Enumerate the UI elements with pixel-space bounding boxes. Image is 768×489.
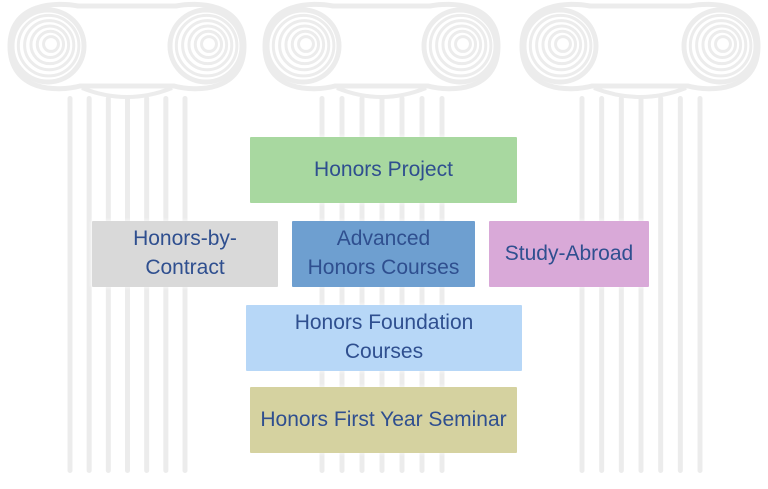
left-volute-icon — [9, 7, 87, 85]
volute-ring — [681, 7, 759, 85]
left-volute-icon — [521, 7, 599, 85]
volute-ring — [29, 24, 71, 66]
honors-by-contract-label: Honors-by- Contract — [133, 227, 237, 279]
advanced-honors-courses-label: Advanced Honors Courses — [307, 227, 460, 279]
volute-ring — [16, 13, 81, 78]
volute-ring — [35, 29, 66, 60]
volute-ring — [714, 35, 732, 53]
volute-ring — [535, 19, 588, 72]
honors-first-year-seminar-label: Honors First Year Seminar — [260, 407, 507, 431]
volute-ring — [447, 29, 478, 60]
volute-ring — [421, 7, 499, 85]
volute-ring — [167, 7, 245, 85]
column-flute — [86, 96, 92, 473]
honors-foundation-courses-label: Honors Foundation Courses — [294, 311, 474, 363]
volute-ring — [290, 29, 321, 60]
capital-echinus — [336, 86, 427, 99]
volute-ring — [541, 24, 583, 66]
column-flute — [67, 96, 73, 473]
volute-ring — [441, 24, 483, 66]
honors-project-label: Honors Project — [314, 157, 453, 181]
volute-ring — [435, 19, 488, 72]
honors-first-year-seminar-box: Honors First Year Seminar — [250, 387, 517, 453]
honors-foundation-courses-box: Honors Foundation Courses — [246, 305, 522, 371]
volute-ring — [42, 35, 60, 53]
right-volute-icon — [421, 7, 499, 85]
volute-ring — [174, 13, 239, 78]
volute-ring — [193, 29, 224, 60]
study-abroad-box: Study-Abroad — [489, 221, 649, 287]
advanced-honors-courses-box: Advanced Honors Courses — [292, 221, 475, 287]
volute-ring — [528, 13, 593, 78]
column-flute — [677, 96, 683, 473]
honors-project-box: Honors Project — [250, 137, 517, 203]
volute-ring — [23, 19, 76, 72]
volute-ring — [284, 24, 326, 66]
right-volute-icon — [681, 7, 759, 85]
study-abroad-label: Study-Abroad — [504, 241, 634, 265]
volute-ring — [547, 29, 578, 60]
volute-ring — [271, 13, 336, 78]
volute-ring — [264, 7, 342, 85]
left-volute-icon — [264, 7, 342, 85]
volute-ring — [695, 19, 748, 72]
volute-ring — [428, 13, 493, 78]
volute-ring — [278, 19, 331, 72]
volute-ring — [297, 35, 315, 53]
capital-echinus — [81, 86, 173, 99]
column-flute — [658, 96, 664, 473]
volute-ring — [181, 19, 234, 72]
volute-ring — [554, 35, 572, 53]
honors-by-contract-box: Honors-by- Contract — [92, 221, 278, 287]
volute-ring — [521, 7, 599, 85]
volute-ring — [688, 13, 753, 78]
volute-ring — [454, 35, 472, 53]
volute-ring — [200, 35, 218, 53]
volute-ring — [701, 24, 743, 66]
volute-ring — [707, 29, 738, 60]
right-volute-icon — [167, 7, 245, 85]
volute-ring — [187, 24, 229, 66]
capital-echinus — [593, 86, 687, 99]
column-flute — [697, 96, 703, 473]
volute-ring — [9, 7, 87, 85]
